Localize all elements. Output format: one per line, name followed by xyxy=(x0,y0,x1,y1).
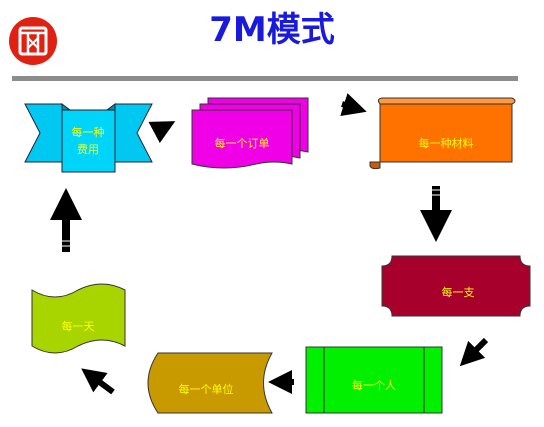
arrow-unit-to-day xyxy=(81,368,115,395)
arrow-expense-to-order xyxy=(148,121,176,144)
node-unit: 每一个单位 xyxy=(147,352,273,414)
arrow-material-to-branch xyxy=(420,186,452,242)
node-branch: 每一支 xyxy=(381,255,531,317)
node-day: 每一天 xyxy=(31,283,126,354)
node-material-label: 每一种材料 xyxy=(419,136,474,150)
node-branch-label: 每一支 xyxy=(442,285,475,299)
node-unit-label: 每一个单位 xyxy=(179,382,234,396)
node-person: 每一个人 xyxy=(305,346,443,414)
node-expense-label-2: 费用 xyxy=(77,143,99,156)
logo-icon xyxy=(9,17,57,65)
node-order: 每一个订单 xyxy=(191,97,309,169)
arrow-branch-to-person xyxy=(459,337,489,367)
node-material: 每一种材料 xyxy=(369,97,516,170)
title-divider xyxy=(12,76,518,81)
node-expense: 每一种 费用 xyxy=(24,103,153,173)
arrow-order-to-material xyxy=(340,93,367,117)
arrow-day-to-expense xyxy=(50,188,82,252)
node-person-label: 每一个人 xyxy=(352,378,396,392)
node-day-label: 每一天 xyxy=(62,319,95,333)
node-order-label: 每一个订单 xyxy=(215,136,270,150)
page-title: 7M模式 xyxy=(209,10,335,50)
node-expense-label-1: 每一种 xyxy=(72,125,105,139)
